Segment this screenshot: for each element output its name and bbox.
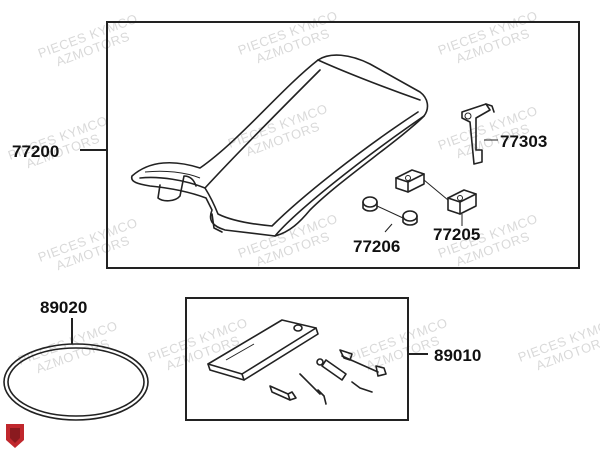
cushion-drawing[interactable]: [362, 196, 418, 226]
strap-drawing[interactable]: [3, 343, 149, 421]
label-77200: 77200: [12, 142, 59, 161]
label-77205: 77205: [433, 225, 480, 244]
leader-77206: [384, 223, 393, 233]
label-77303: 77303: [500, 132, 547, 151]
bracket-drawing[interactable]: [395, 169, 477, 215]
seat-assembly-frame: [106, 21, 580, 269]
label-89020: 89020: [40, 298, 87, 317]
seat-drawing[interactable]: [130, 54, 429, 237]
shield-logo-icon: [6, 424, 24, 448]
tool-bag-drawing[interactable]: [207, 319, 319, 381]
label-89010: 89010: [434, 346, 481, 365]
tools-drawing[interactable]: [269, 349, 387, 405]
tool-kit-frame: [185, 297, 409, 421]
hinge-drawing[interactable]: [461, 103, 495, 165]
label-77206: 77206: [353, 237, 400, 256]
